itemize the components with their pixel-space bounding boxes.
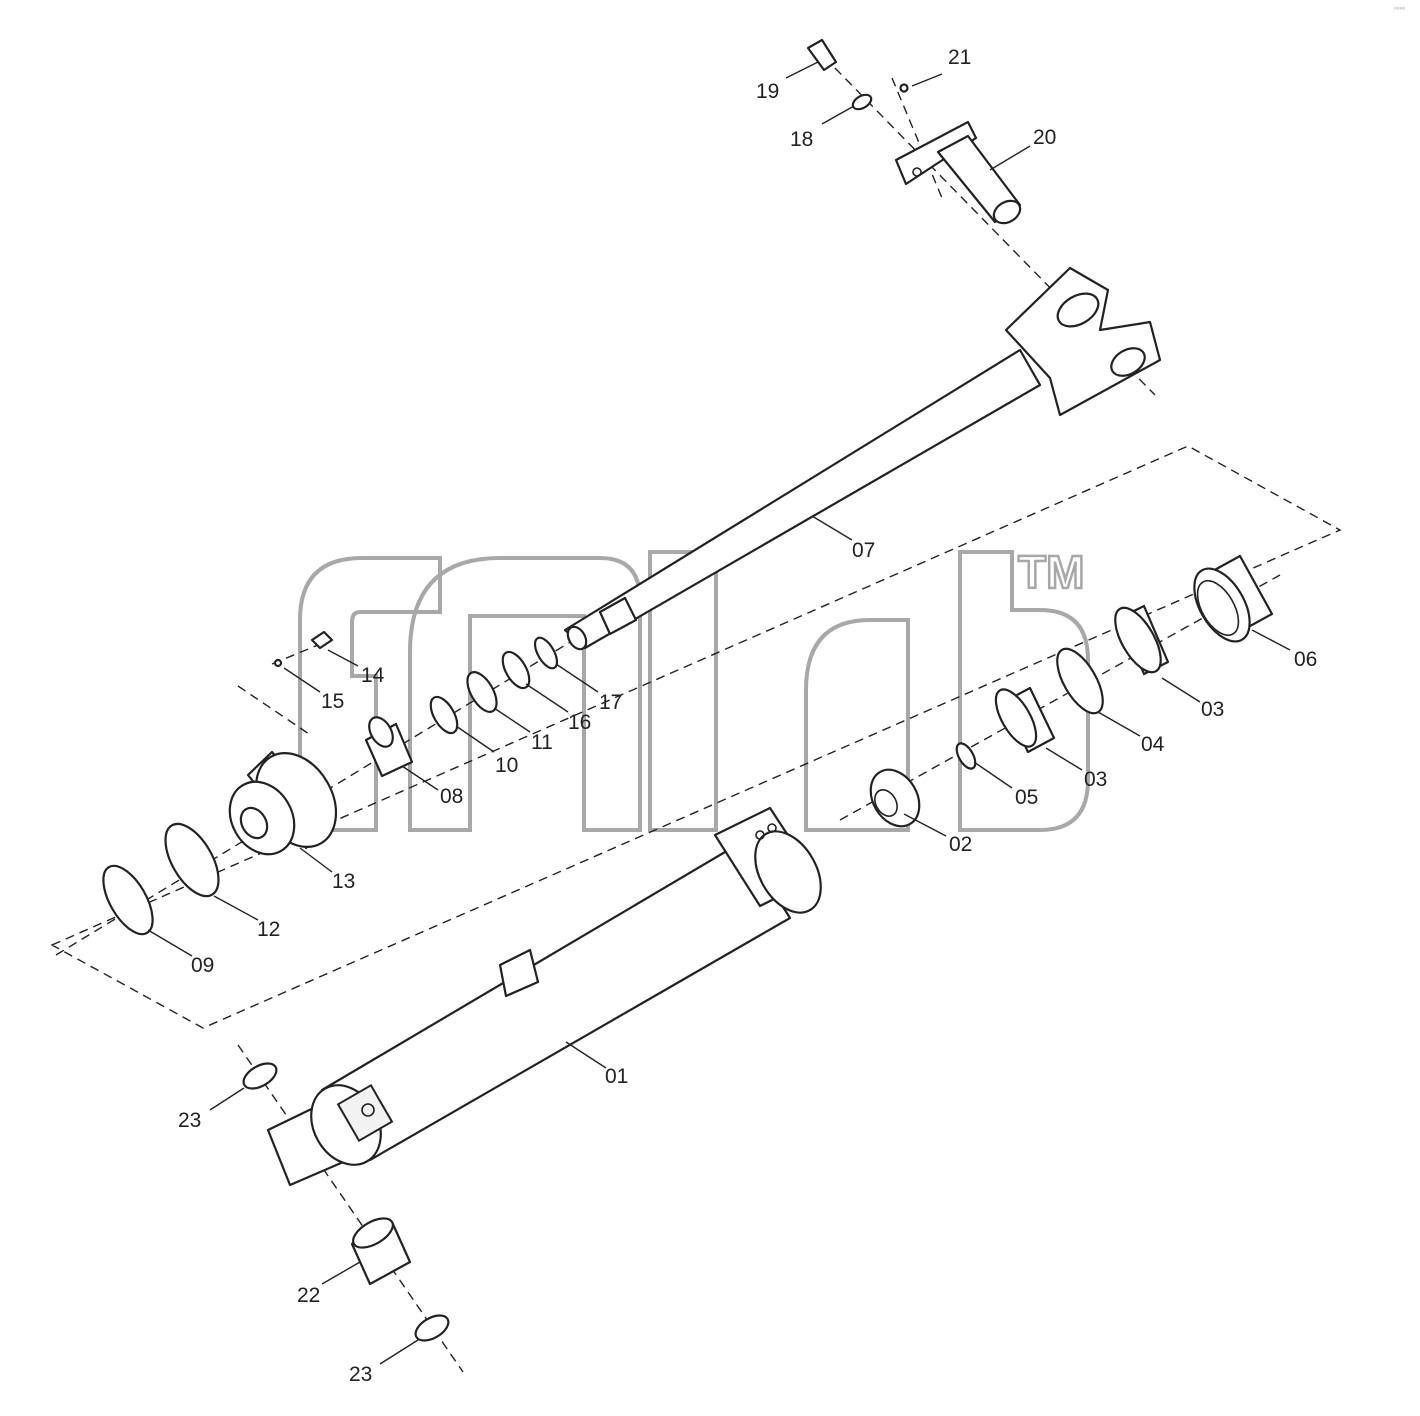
part-14-screw [310, 630, 334, 650]
part-01-cylinder-barrel [266, 806, 822, 1187]
callout-04: 04 [1141, 733, 1165, 756]
part-07-piston-rod [563, 266, 1162, 651]
part-13-guide-head [228, 750, 338, 856]
callout-labels: 19 21 18 20 07 14 15 17 16 11 10 08 13 1… [178, 46, 1317, 1386]
part-03-wear-ring-a [994, 686, 1056, 754]
callout-21: 21 [948, 46, 971, 69]
part-17-ring [533, 636, 559, 670]
part-20-pin [894, 120, 1022, 225]
part-02-nut [869, 768, 921, 828]
callout-05: 05 [1015, 786, 1038, 809]
callout-11: 11 [531, 731, 553, 754]
callout-23-lower: 23 [349, 1363, 372, 1386]
corner-mark: ⁰⁰⁰⁰ [1394, 6, 1405, 14]
callout-10: 10 [495, 754, 518, 777]
brand-logo-watermark: TM [298, 545, 1090, 832]
callout-02: 02 [949, 833, 972, 856]
part-03-wear-ring-b [1114, 604, 1170, 676]
part-06-piston [1193, 554, 1274, 643]
part-04-seal [1056, 647, 1104, 715]
callout-01: 01 [605, 1065, 628, 1088]
callout-06: 06 [1294, 648, 1317, 671]
part-23-ring-lower [414, 1314, 450, 1342]
callout-07: 07 [852, 539, 875, 562]
callout-23-upper: 23 [178, 1109, 201, 1132]
callout-22: 22 [297, 1284, 320, 1307]
part-19-bolt [806, 38, 838, 72]
callout-12: 12 [257, 918, 280, 941]
callout-17: 17 [599, 691, 622, 714]
part-21-nut [899, 83, 909, 93]
callout-20: 20 [1033, 126, 1056, 149]
part-08-bushing [364, 716, 414, 778]
part-09-ring [102, 864, 154, 936]
callout-19: 19 [756, 80, 779, 103]
callout-14: 14 [361, 664, 385, 687]
part-16-seal [501, 650, 531, 690]
leader-lines [147, 61, 1291, 1365]
callout-13: 13 [332, 870, 355, 893]
callout-03-upper: 03 [1201, 698, 1224, 721]
part-05-ring [955, 742, 977, 770]
callout-15: 15 [321, 690, 344, 713]
callout-03-lower: 03 [1084, 768, 1107, 791]
seal-kit-boundary [50, 445, 1342, 1029]
callout-16: 16 [568, 711, 591, 734]
part-12-ring [164, 822, 220, 898]
assembly-centerlines [55, 67, 1281, 1373]
callout-18: 18 [790, 128, 813, 151]
part-10-seal [429, 695, 459, 735]
part-15-pin [273, 658, 283, 668]
part-11-seal [466, 671, 498, 713]
trademark-mark: TM [1018, 546, 1084, 598]
part-18-washer [851, 93, 873, 111]
callout-09: 09 [191, 954, 214, 977]
part-23-ring-upper [242, 1062, 278, 1090]
callout-08: 08 [440, 785, 463, 808]
part-22-bushing [350, 1217, 412, 1286]
